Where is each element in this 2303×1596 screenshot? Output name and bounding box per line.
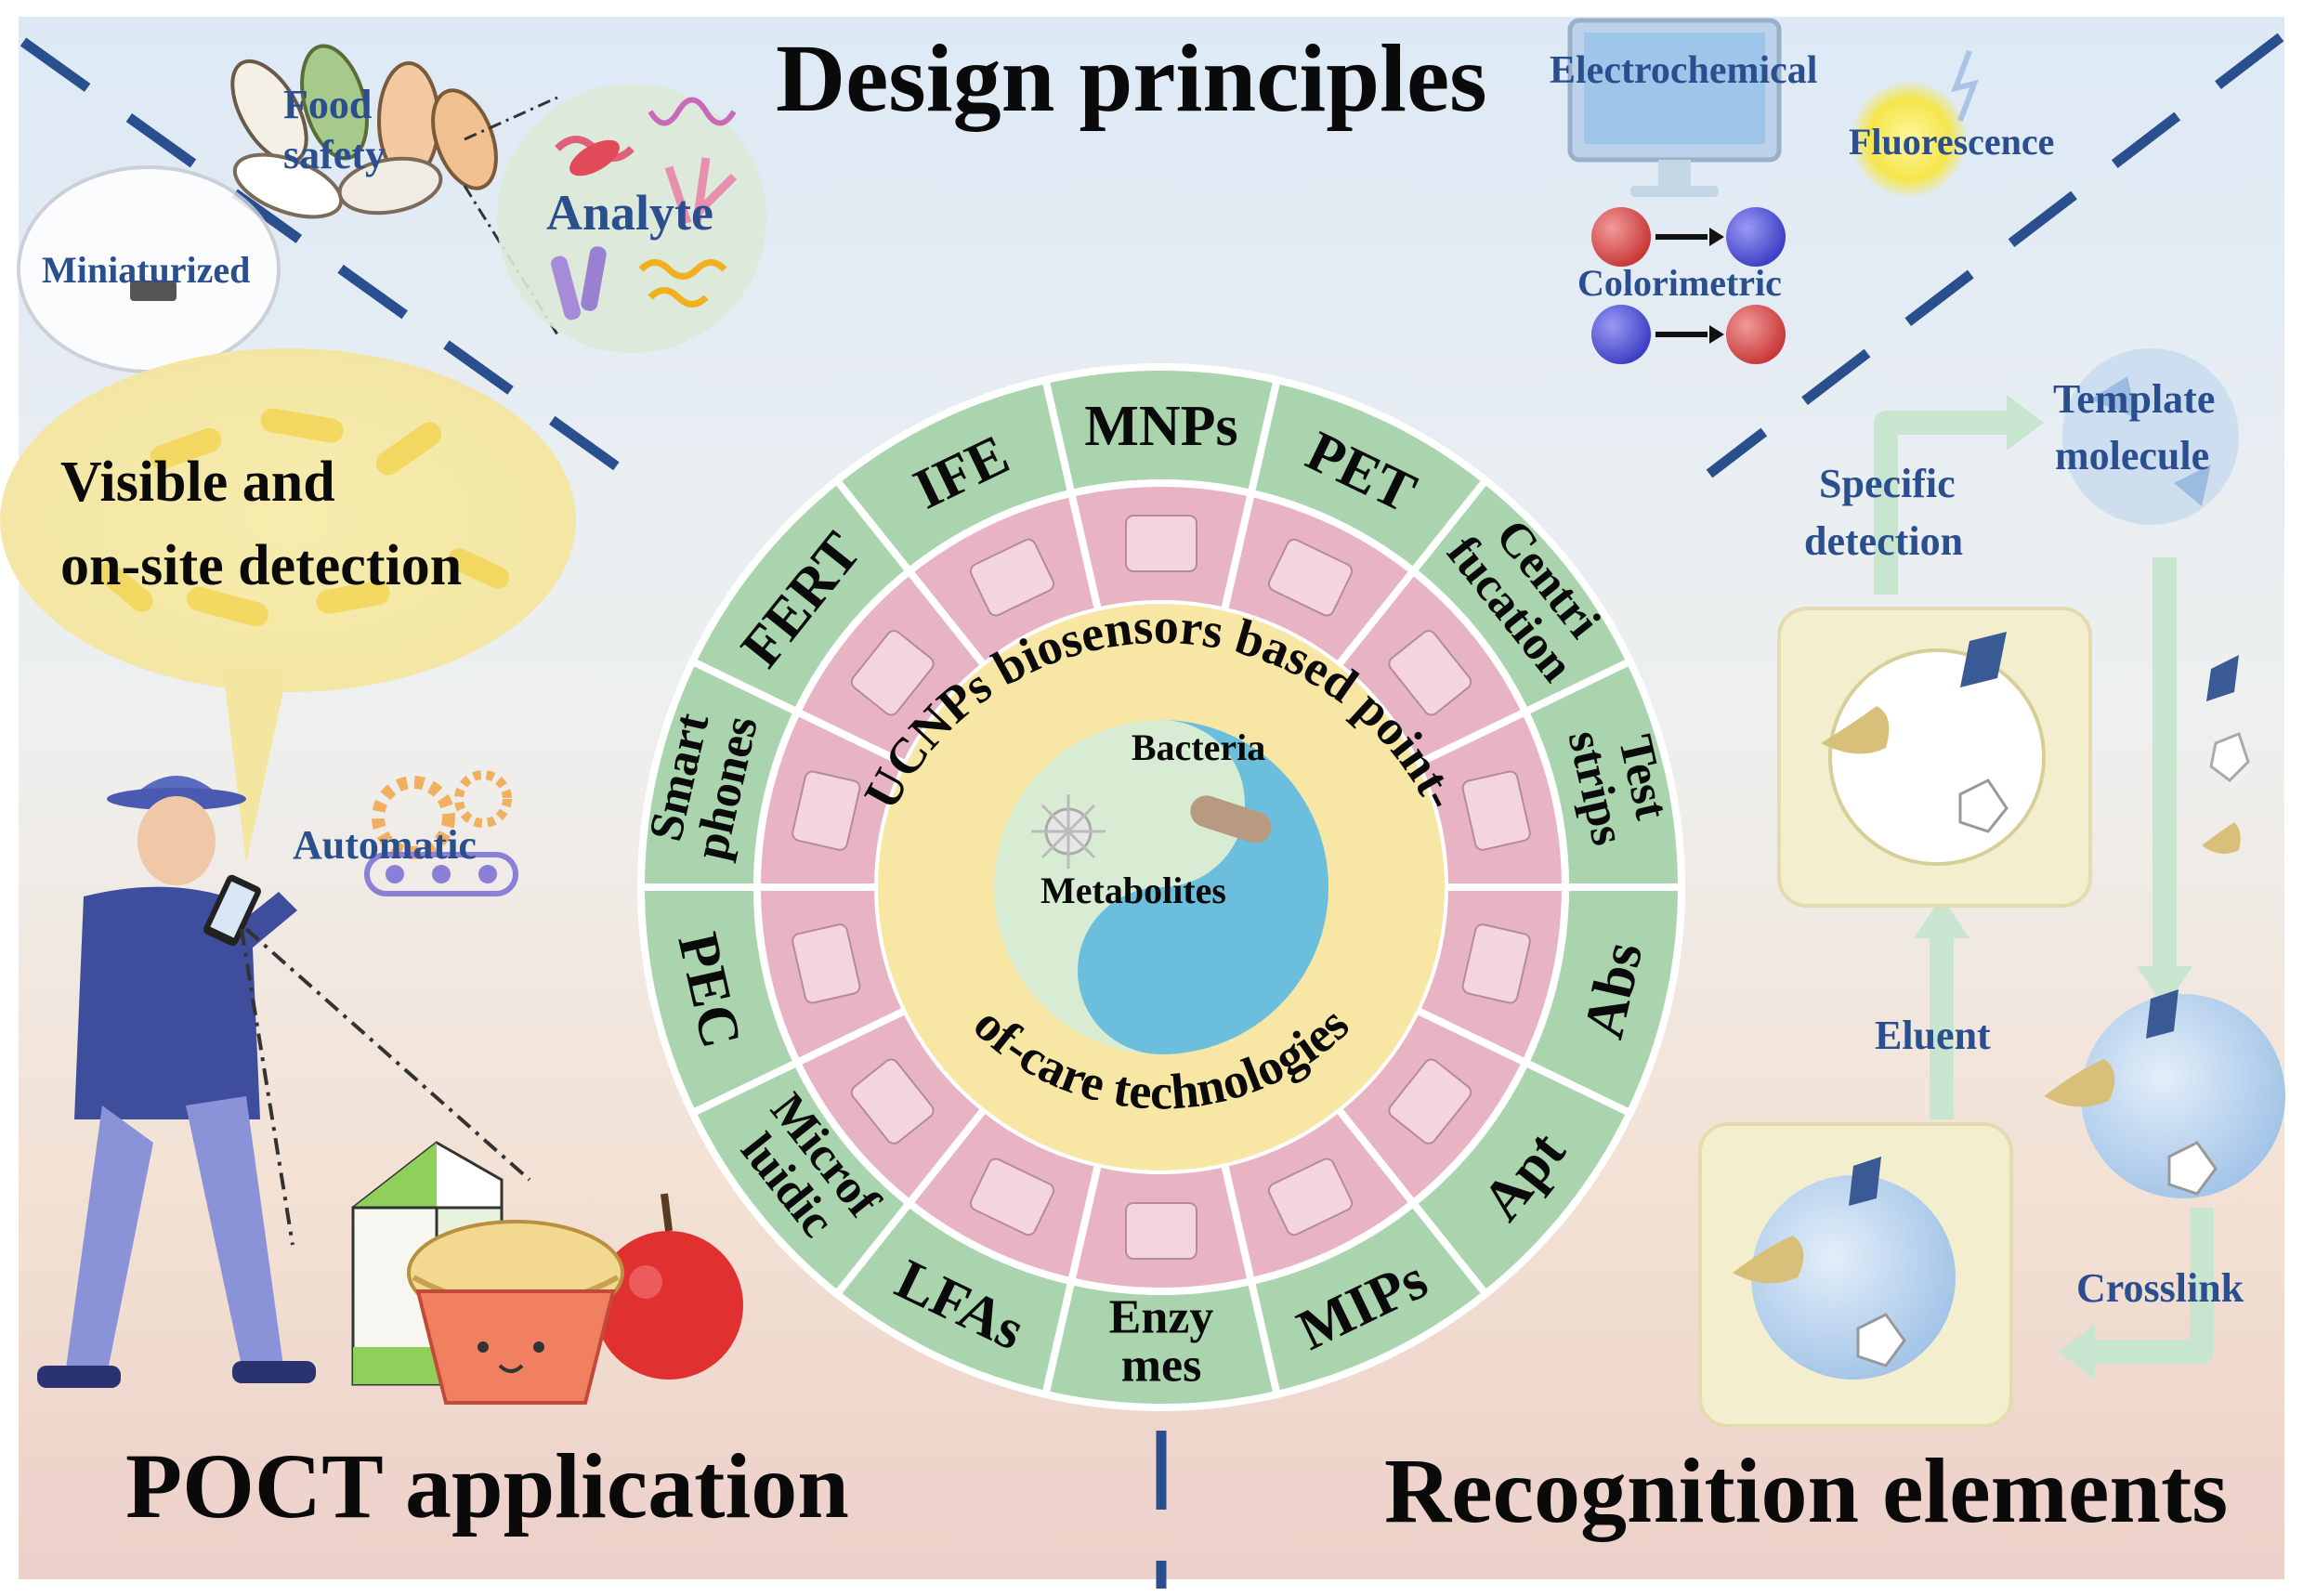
food-label: Food xyxy=(283,82,373,127)
wheel-label: MNPs xyxy=(1084,395,1237,458)
poct-application-title: POCT application xyxy=(125,1434,849,1537)
analyte-bubble-icon xyxy=(497,84,766,353)
eluted-polymer-box xyxy=(1698,1122,2013,1428)
dna-aptamer-icon-mark xyxy=(1388,1058,1472,1145)
bacteria-rod-icon xyxy=(1190,795,1272,844)
metabolites-label: Metabolites xyxy=(1040,870,1226,911)
imprinted-polymer-box-top xyxy=(1777,607,2092,908)
miniaturized-dish-icon xyxy=(17,165,281,373)
energy-level-icon-mark xyxy=(1267,538,1354,617)
mip-icon-mark xyxy=(1267,1158,1354,1236)
recognition-elements-title: Recognition elements xyxy=(1384,1439,2229,1542)
magnet-icon-mark xyxy=(1125,515,1197,572)
specific-label-line2: detection xyxy=(1804,518,1964,564)
fluorescence-label: Fluorescence xyxy=(1849,121,2055,163)
bacteria-half xyxy=(1078,720,1328,1054)
template-label-line2: molecule xyxy=(2055,433,2210,478)
automatic-label: Automatic xyxy=(293,822,477,868)
design-principles-title: Design principles xyxy=(776,25,1487,132)
safety-label: safety xyxy=(283,132,386,177)
colorimetric-balls-icon xyxy=(1591,207,1786,364)
bacteria-label: Bacteria xyxy=(1132,726,1265,768)
noodle-cup-icon xyxy=(407,1220,624,1405)
speech-bubble xyxy=(0,348,576,864)
microfluidic-chip-icon-mark xyxy=(850,1058,935,1145)
apple-icon xyxy=(595,1193,743,1380)
analyte-label: Analyte xyxy=(546,185,713,241)
person-with-phone-icon xyxy=(37,776,316,1388)
fluorescence-sun-icon xyxy=(1852,49,1979,197)
visible-label-line1: Visible and xyxy=(60,451,335,514)
mip-arrow-heads xyxy=(1914,395,2192,1380)
template-label-line1: Template xyxy=(2053,376,2216,422)
crosslinked-polymer-icon xyxy=(2044,989,2285,1198)
fret-diagram-icon-mark xyxy=(850,630,935,716)
lateral-flow-strip-icon-mark xyxy=(969,1158,1055,1236)
automatic-gears-icon xyxy=(364,770,518,896)
colorimetric-label: Colorimetric xyxy=(1577,262,1782,304)
electrochemical-label: Electrochemical xyxy=(1550,49,1818,92)
miniaturized-label: Miniaturized xyxy=(42,249,251,291)
electrochemical-monitor-icon xyxy=(1567,18,1782,197)
antibody-icon-mark xyxy=(1461,923,1531,1004)
phone-scan-lines xyxy=(240,927,531,1246)
template-molecule-icon xyxy=(2062,348,2239,525)
food-safety-seeds-icon xyxy=(230,44,498,219)
crosslink-label: Crosslink xyxy=(2076,1265,2244,1311)
eluent-label: Eluent xyxy=(1875,1013,1991,1058)
template-fragments-icon xyxy=(2202,655,2250,854)
enzyme-icon-mark xyxy=(1125,1202,1197,1260)
divider-lines xyxy=(20,33,2284,1589)
centrifuge-grid-icon-mark xyxy=(1388,630,1472,716)
ife-spectrum-icon-mark xyxy=(969,538,1055,617)
metabolite-spark-icon xyxy=(1031,794,1106,869)
specific-label-line1: Specific xyxy=(1819,461,1956,506)
test-strip-icon-mark xyxy=(1461,770,1531,851)
smartphone-reader-icon-mark xyxy=(792,770,861,851)
photocurrent-plot-icon-mark xyxy=(792,923,861,1004)
visible-label-line2: on-site detection xyxy=(60,534,463,597)
mip-process-arrows xyxy=(1874,411,2214,1364)
